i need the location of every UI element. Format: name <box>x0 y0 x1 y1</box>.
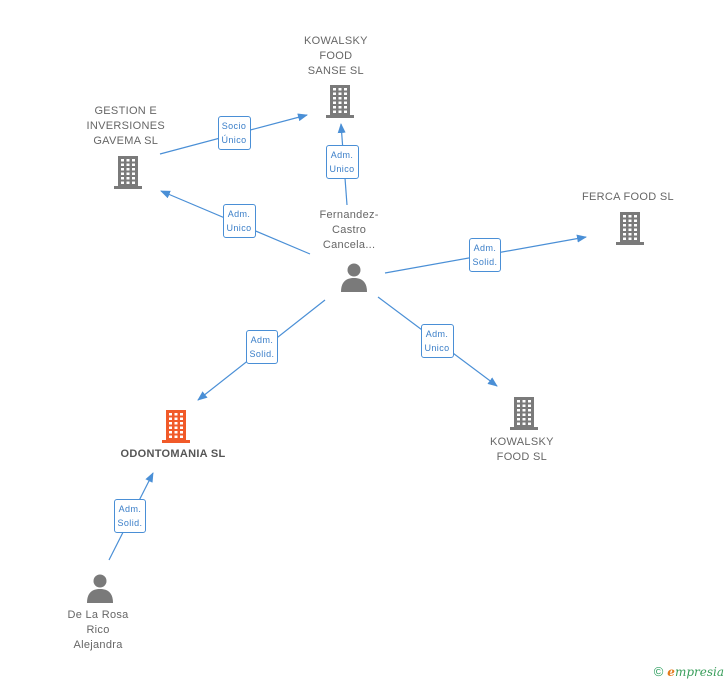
brand-name: mpresia <box>674 665 724 679</box>
edge-label-line: Adm. <box>425 329 449 339</box>
edge-label-fernandez-to-kowalsky-food[interactable]: Adm. Unico <box>420 324 454 358</box>
node-label-gestion[interactable]: GESTION E INVERSIONES GAVEMA SL <box>86 104 165 147</box>
edge-label-line: Único <box>221 135 247 145</box>
building-icon-gestion[interactable] <box>112 155 144 194</box>
edge-label-line: Socio <box>221 121 247 131</box>
node-label-odontomania[interactable]: ODONTOMANIA SL <box>120 447 226 460</box>
edge-label-fernandez-to-gestion[interactable]: Adm. Unico <box>222 204 256 238</box>
edge-label-fernandez-to-ferca[interactable]: Adm. Solid. <box>468 238 502 272</box>
building-icon-kowalsky-sanse[interactable] <box>324 84 356 123</box>
footer-brand: ©empresia <box>654 664 724 679</box>
edge-label-delarosa-to-odontomania[interactable]: Adm. Solid. <box>113 499 147 533</box>
edge-label-fernandez-to-kowalsky-sanse[interactable]: Adm. Unico <box>325 145 359 179</box>
edge-label-line: Unico <box>424 343 450 353</box>
edge-label-line: Adm. <box>330 150 354 160</box>
building-icon-ferca[interactable] <box>614 211 646 250</box>
edge-label-line: Unico <box>226 223 252 233</box>
edge-label-line: Solid. <box>249 349 275 359</box>
copyright-symbol: © <box>653 664 664 679</box>
edge-label-line: Solid. <box>117 518 143 528</box>
edge-label-line: Solid. <box>472 257 498 267</box>
person-icon-fernandez[interactable] <box>339 262 369 297</box>
node-label-delarosa[interactable]: De La Rosa Rico Alejandra <box>67 608 129 651</box>
node-label-kowalsky-sanse[interactable]: KOWALSKY FOOD SANSE SL <box>304 34 368 77</box>
person-icon-delarosa[interactable] <box>85 573 115 608</box>
node-label-ferca[interactable]: FERCA FOOD SL <box>582 190 674 203</box>
building-icon-kowalsky-food[interactable] <box>508 396 540 435</box>
edge-label-line: Adm. <box>250 335 274 345</box>
edge-label-line: Adm. <box>473 243 497 253</box>
building-icon-odontomania[interactable] <box>160 409 192 448</box>
brand-initial: e <box>667 665 675 679</box>
edge-label-fernandez-to-odontomania[interactable]: Adm. Solid. <box>245 330 279 364</box>
node-label-kowalsky-food[interactable]: KOWALSKY FOOD SL <box>490 436 554 463</box>
edge-label-line: Adm. <box>227 209 251 219</box>
node-label-fernandez[interactable]: Fernandez- Castro Cancela... <box>319 208 379 251</box>
edge-label-line: Unico <box>329 164 355 174</box>
edge-label-line: Adm. <box>118 504 142 514</box>
